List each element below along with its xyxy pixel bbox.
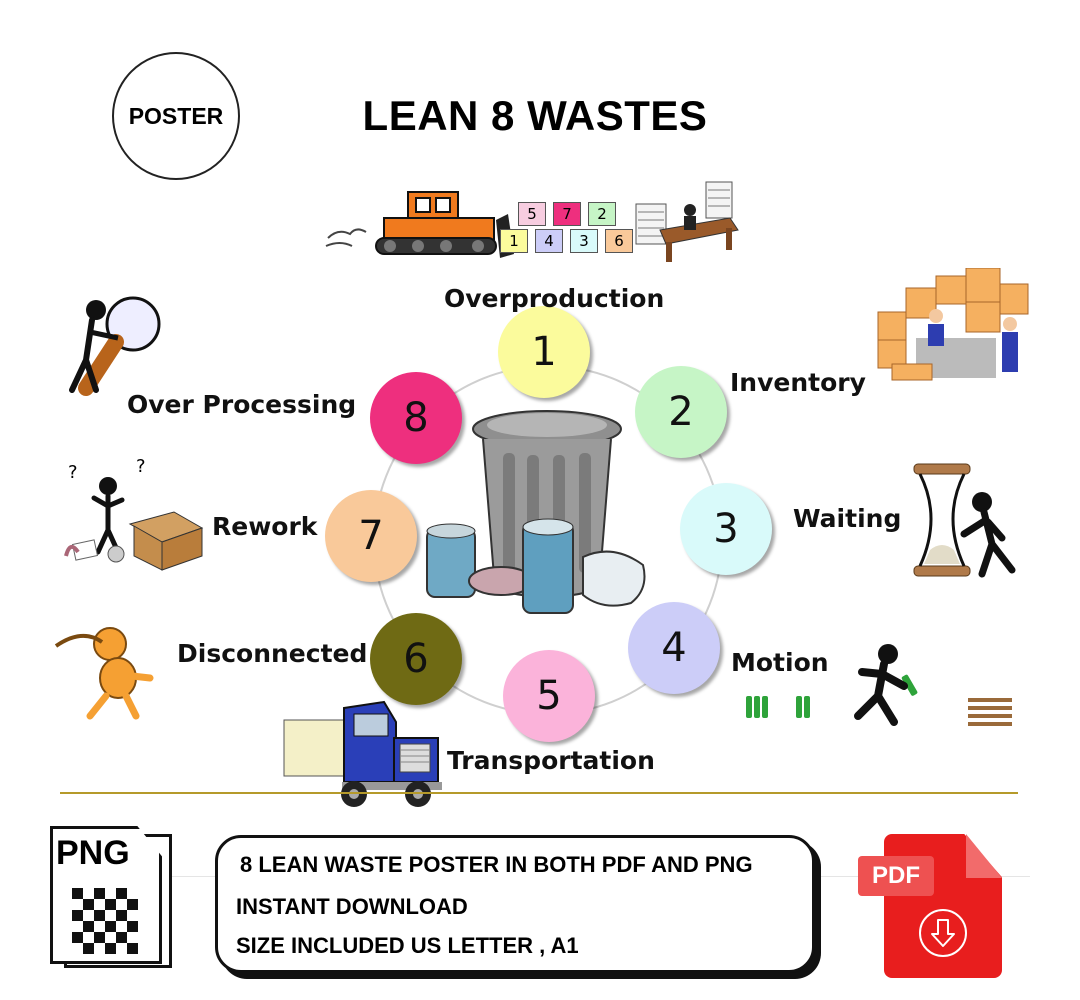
waste-label-overproduction: Overproduction xyxy=(444,284,665,313)
info-line-2: INSTANT DOWNLOAD xyxy=(236,894,468,919)
waste-label-transportation: Transportation xyxy=(447,746,655,775)
waste-number-6: 6 xyxy=(370,613,462,705)
box-item: 2 xyxy=(588,202,616,226)
box-item: 1 xyxy=(500,229,528,253)
bulldozer-icon xyxy=(325,191,514,258)
checkerboard-icon xyxy=(72,888,138,954)
pdf-file-label: PDF xyxy=(858,856,934,896)
pdf-file-fold xyxy=(966,834,1002,878)
motion-person-bottles-icon xyxy=(746,644,1012,726)
waste-label-over-processing: Over Processing xyxy=(127,390,357,419)
svg-text:?: ? xyxy=(136,456,146,477)
page-title: LEAN 8 WASTES xyxy=(362,92,708,139)
png-file-icon: PNG xyxy=(50,826,175,971)
pdf-file-icon: PDF xyxy=(856,834,1006,980)
waste-number-5: 5 xyxy=(503,650,595,742)
svg-text:?: ? xyxy=(68,462,78,483)
png-file-label: PNG xyxy=(56,834,130,872)
info-line-1: 8 LEAN WASTE POSTER IN BOTH PDF AND PNG xyxy=(240,852,753,877)
trash-can-icon xyxy=(426,410,646,614)
box-item: 4 xyxy=(535,229,563,253)
poster-badge-label: POSTER xyxy=(128,102,224,129)
box-item: 5 xyxy=(518,202,546,226)
info-box: 8 LEAN WASTE POSTER IN BOTH PDF AND PNG … xyxy=(215,835,815,973)
download-icon xyxy=(919,909,967,957)
waste-number-3: 3 xyxy=(680,483,772,575)
magnifier-person-icon xyxy=(69,296,161,396)
truck-icon xyxy=(283,700,442,807)
info-line-3: SIZE INCLUDED US LETTER , A1 xyxy=(236,933,579,958)
waste-label-waiting: Waiting xyxy=(793,504,902,533)
disconnected-person-icon xyxy=(54,627,154,720)
paperwork-desk-icon xyxy=(635,181,739,262)
waste-number-label: 8 xyxy=(403,395,429,441)
numbered-boxes: 5 7 2 1 4 3 6 xyxy=(500,202,633,253)
file-front-page xyxy=(50,826,162,964)
waste-number-8: 8 xyxy=(370,372,462,464)
box-item: 6 xyxy=(605,229,633,253)
waste-number-1: 1 xyxy=(498,306,590,398)
waste-label-motion: Motion xyxy=(731,648,829,677)
waste-label-disconnected: Disconnected xyxy=(177,639,368,668)
waste-number-2: 2 xyxy=(635,366,727,458)
waste-number-7: 7 xyxy=(325,490,417,582)
waste-number-label: 4 xyxy=(661,625,687,671)
waste-number-label: 6 xyxy=(403,636,429,682)
box-item: 3 xyxy=(570,229,598,253)
waste-number-label: 1 xyxy=(531,329,557,375)
divider xyxy=(60,792,1018,794)
waste-number-label: 5 xyxy=(536,673,562,719)
waste-number-label: 7 xyxy=(358,513,384,559)
waste-number-label: 3 xyxy=(713,506,739,552)
inventory-boxes-icon xyxy=(877,268,1029,381)
rework-person-icon: ? ? xyxy=(64,456,204,571)
waste-number-4: 4 xyxy=(628,602,720,694)
waste-number-label: 2 xyxy=(668,389,694,435)
poster-badge: POSTER xyxy=(112,52,240,180)
waste-label-rework: Rework xyxy=(212,512,318,541)
box-item: 7 xyxy=(553,202,581,226)
waste-label-inventory: Inventory xyxy=(730,368,866,397)
hourglass-person-icon xyxy=(913,463,1016,578)
